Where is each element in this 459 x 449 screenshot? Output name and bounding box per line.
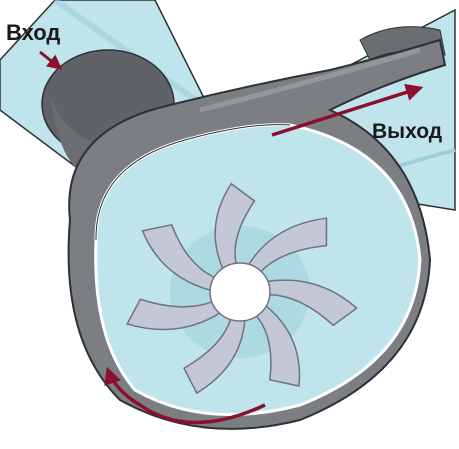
outlet-label: Выход <box>372 120 442 143</box>
impeller-hub <box>210 263 270 321</box>
inlet-label: Вход <box>6 20 60 45</box>
